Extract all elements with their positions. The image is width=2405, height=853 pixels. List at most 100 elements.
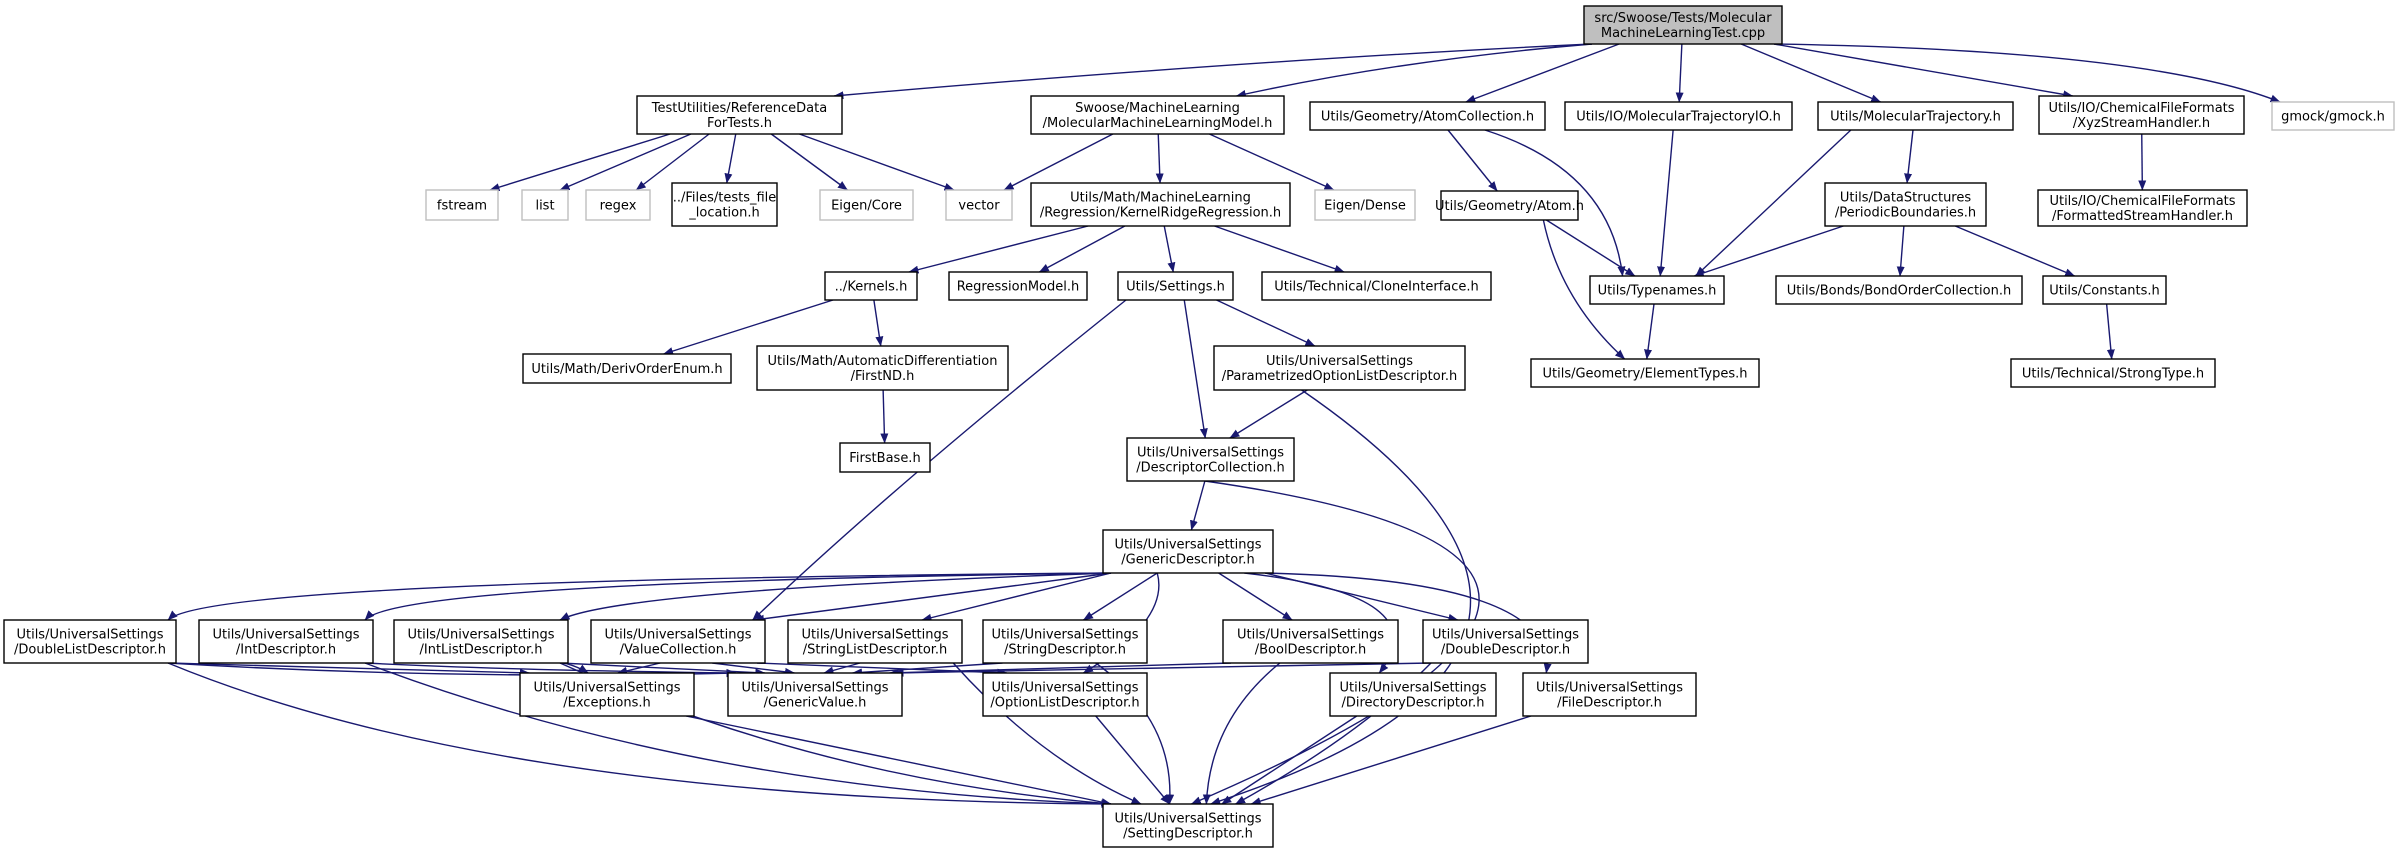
node-strongtype[interactable]: Utils/Technical/StrongType.h: [2010, 358, 2216, 388]
node-moltrajio[interactable]: Utils/IO/MolecularTrajectoryIO.h: [1564, 101, 1793, 131]
edge-krr-to-kernels: [908, 225, 1089, 274]
node-doublelist[interactable]: Utils/UniversalSettings/DoubleListDescri…: [3, 619, 177, 664]
node-box: [1213, 345, 1466, 391]
node-paramopt[interactable]: Utils/UniversalSettings/ParametrizedOpti…: [1213, 345, 1466, 391]
edge-root-to-mlmodel: [1235, 43, 1593, 98]
node-atomcoll[interactable]: Utils/Geometry/AtomCollection.h: [1309, 101, 1546, 131]
node-settings[interactable]: Utils/Settings.h: [1117, 271, 1234, 301]
edge-valuecoll-to-exceptions: [617, 662, 661, 675]
node-mlmodel[interactable]: Swoose/MachineLearning/MolecularMachineL…: [1030, 95, 1285, 135]
node-intdesc[interactable]: Utils/UniversalSettings/IntDescriptor.h: [198, 619, 374, 664]
node-desccoll[interactable]: Utils/UniversalSettings/DescriptorCollec…: [1126, 437, 1295, 482]
node-label-line: Utils/IO/ChemicalFileFormats: [2049, 194, 2235, 209]
node-firstnd[interactable]: Utils/Math/AutomaticDifferentiation/Firs…: [756, 345, 1009, 391]
dependency-edge: [1250, 715, 1532, 805]
node-stringdesc[interactable]: Utils/UniversalSettings/StringDescriptor…: [982, 619, 1148, 664]
node-label-line: vector: [958, 199, 1000, 214]
edge-atom-to-typenames: [1546, 219, 1636, 277]
node-box: [2271, 101, 2395, 131]
node-label-line: Utils/Geometry/ElementTypes.h: [1542, 367, 1747, 382]
node-box: [1530, 358, 1760, 388]
node-constants[interactable]: Utils/Constants.h: [2042, 275, 2167, 305]
dependency-edge: [823, 662, 861, 675]
edge-root-to-moltraj: [1740, 43, 1882, 103]
node-label-line: /FormattedStreamHandler.h: [2052, 209, 2233, 224]
dependency-edge: [1484, 129, 1626, 277]
edge-moltraj-to-typenames: [1695, 129, 1852, 277]
node-label-line: gmock/gmock.h: [2281, 110, 2385, 125]
node-intlist[interactable]: Utils/UniversalSettings/IntListDescripto…: [393, 619, 569, 664]
node-box: [198, 619, 374, 664]
edge-intlist-to-genericvalue: [559, 662, 766, 677]
dependency-edge: [1896, 225, 1905, 277]
dependency-edge: [921, 572, 1112, 622]
node-moltraj[interactable]: Utils/MolecularTrajectory.h: [1817, 101, 2014, 131]
node-label-line: Utils/UniversalSettings: [991, 628, 1138, 643]
node-label-line: /StringListDescriptor.h: [803, 643, 948, 658]
edge-valuecoll-to-genericvalue: [712, 662, 795, 676]
node-filedesc[interactable]: Utils/UniversalSettings/FileDescriptor.h: [1522, 672, 1697, 717]
node-regmodel[interactable]: RegressionModel.h: [948, 271, 1088, 301]
node-stringlist[interactable]: Utils/UniversalSettings/StringListDescri…: [787, 619, 963, 664]
node-label-line: Utils/UniversalSettings: [533, 681, 680, 696]
edge-krr-to-clone: [1214, 225, 1345, 273]
node-label-line: Eigen/Dense: [1324, 199, 1406, 214]
edge-settings-to-paramopt: [1216, 299, 1316, 347]
dependency-edge: [1155, 133, 1164, 184]
node-valuecoll[interactable]: Utils/UniversalSettings/ValueCollection.…: [590, 619, 766, 664]
dependency-edge: [1202, 662, 1281, 805]
dependency-edge: [799, 133, 955, 191]
node-periodic[interactable]: Utils/DataStructures/PeriodicBoundaries.…: [1824, 182, 1987, 227]
node-root[interactable]: src/Swoose/Tests/MolecularMachineLearnin…: [1583, 5, 1783, 45]
node-dirdesc[interactable]: Utils/UniversalSettings/DirectoryDescrip…: [1329, 672, 1497, 717]
node-doubledesc[interactable]: Utils/UniversalSettings/DoubleDescriptor…: [1422, 619, 1589, 664]
node-xyz[interactable]: Utils/IO/ChemicalFileFormats/XyzStreamHa…: [2038, 95, 2245, 135]
node-genericvalue[interactable]: Utils/UniversalSettings/GenericValue.h: [727, 672, 903, 717]
dependency-edge: [1740, 43, 1882, 103]
edge-refdata-to-vector: [799, 133, 955, 191]
edge-refdata-to-eigencore: [770, 133, 848, 191]
node-label-line: /MolecularMachineLearningModel.h: [1043, 116, 1273, 131]
node-atom[interactable]: Utils/Geometry/Atom.h: [1435, 190, 1584, 221]
node-box: [425, 189, 499, 221]
dependency-edge: [1773, 43, 2281, 103]
node-label-line: Utils/UniversalSettings: [1137, 446, 1284, 461]
edge-moltrajio-to-typenames: [1657, 129, 1674, 277]
edge-desccoll-to-settingdesc: [1190, 480, 1480, 805]
node-settingdesc[interactable]: Utils/UniversalSettings/SettingDescripto…: [1102, 803, 1274, 848]
dependency-edge: [754, 572, 1112, 623]
node-eigencore: Eigen/Core: [819, 189, 914, 221]
dependency-edge: [724, 133, 737, 184]
node-box: [2037, 189, 2248, 227]
dependency-edge: [1163, 225, 1176, 273]
node-typenames[interactable]: Utils/Typenames.h: [1589, 275, 1725, 305]
node-label-line: Utils/IO/MolecularTrajectoryIO.h: [1576, 110, 1781, 125]
node-label-line: Utils/MolecularTrajectory.h: [1830, 110, 2001, 125]
node-exceptions[interactable]: Utils/UniversalSettings/Exceptions.h: [519, 672, 695, 717]
node-bondorder[interactable]: Utils/Bonds/BondOrderCollection.h: [1775, 275, 2023, 305]
node-label-line: Utils/UniversalSettings: [801, 628, 948, 643]
dependency-edge: [1465, 43, 1620, 103]
node-box: [1589, 275, 1725, 305]
node-label-line: ../Kernels.h: [835, 280, 908, 295]
node-label-line: Utils/UniversalSettings: [1432, 628, 1579, 643]
node-genericdesc[interactable]: Utils/UniversalSettings/GenericDescripto…: [1102, 529, 1274, 574]
node-kernels[interactable]: ../Kernels.h: [824, 271, 918, 301]
node-box: [824, 271, 918, 301]
node-booldesc[interactable]: Utils/UniversalSettings/BoolDescriptor.h: [1222, 619, 1399, 664]
dependency-edge: [2138, 133, 2147, 191]
node-clone[interactable]: Utils/Technical/CloneInterface.h: [1261, 271, 1492, 301]
node-box: [3, 619, 177, 664]
edge-genericdesc-to-intlist: [559, 572, 1112, 621]
node-krr[interactable]: Utils/Math/MachineLearning/Regression/Ke…: [1030, 182, 1291, 227]
node-formatted[interactable]: Utils/IO/ChemicalFileFormats/FormattedSt…: [2037, 189, 2248, 227]
dependency-edge: [1209, 133, 1335, 191]
edge-genericdesc-to-booldesc: [1218, 572, 1293, 621]
node-firstbase[interactable]: FirstBase.h: [839, 442, 931, 473]
node-testsfile[interactable]: ../Files/tests_file_location.h: [671, 182, 778, 227]
node-derivorder[interactable]: Utils/Math/DerivOrderEnum.h: [522, 353, 732, 384]
node-elementtypes[interactable]: Utils/Geometry/ElementTypes.h: [1530, 358, 1760, 388]
node-optionlist[interactable]: Utils/UniversalSettings/OptionListDescri…: [982, 672, 1148, 717]
edge-kernels-to-derivorder: [663, 299, 834, 355]
